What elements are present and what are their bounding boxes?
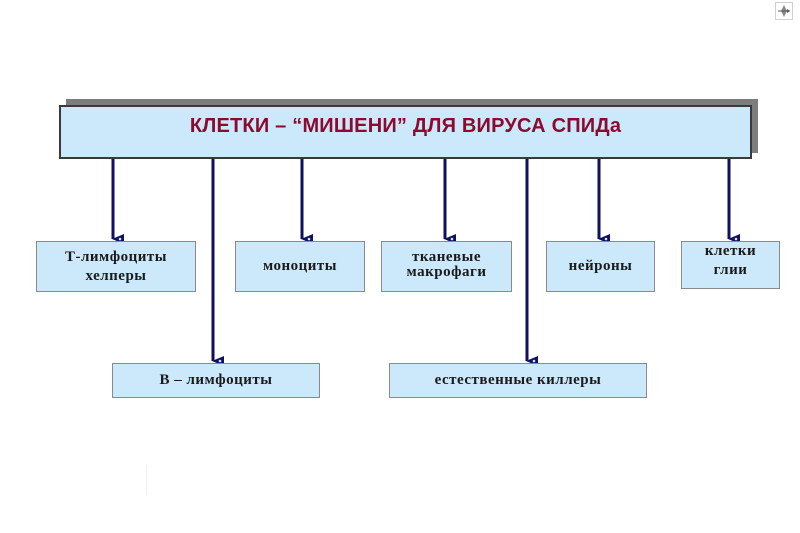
diagram-title: КЛЕТКИ – “МИШЕНИ” ДЛЯ ВИРУСА СПИДа xyxy=(189,115,622,137)
box-label-line2: глии xyxy=(713,262,748,278)
box-neurons: нейроны xyxy=(546,241,655,292)
box-label: нейроны xyxy=(568,258,633,274)
box-label: естественные киллеры xyxy=(434,372,602,388)
box-label-line1: клетки xyxy=(704,243,757,259)
box-natural-killers: естественные киллеры xyxy=(389,363,647,398)
box-t-helpers: Т-лимфоциты хелперы xyxy=(36,241,196,292)
title-box: КЛЕТКИ – “МИШЕНИ” ДЛЯ ВИРУСА СПИДа xyxy=(59,105,752,159)
artifact-line xyxy=(146,465,147,495)
box-monocytes: моноциты xyxy=(235,241,365,292)
box-label-line2: макрофаги xyxy=(406,263,487,280)
box-label: В – лимфоциты xyxy=(159,372,273,388)
navigation-icon[interactable] xyxy=(775,2,793,20)
box-label-line1: тканевые xyxy=(411,248,482,265)
box-label: моноциты xyxy=(262,258,338,274)
box-b-lymphocytes: В – лимфоциты xyxy=(112,363,320,398)
box-label-line1: Т-лимфоциты xyxy=(64,248,168,265)
box-glial-cells: клетки глии xyxy=(681,241,780,289)
box-label-line2: хелперы xyxy=(85,267,147,284)
